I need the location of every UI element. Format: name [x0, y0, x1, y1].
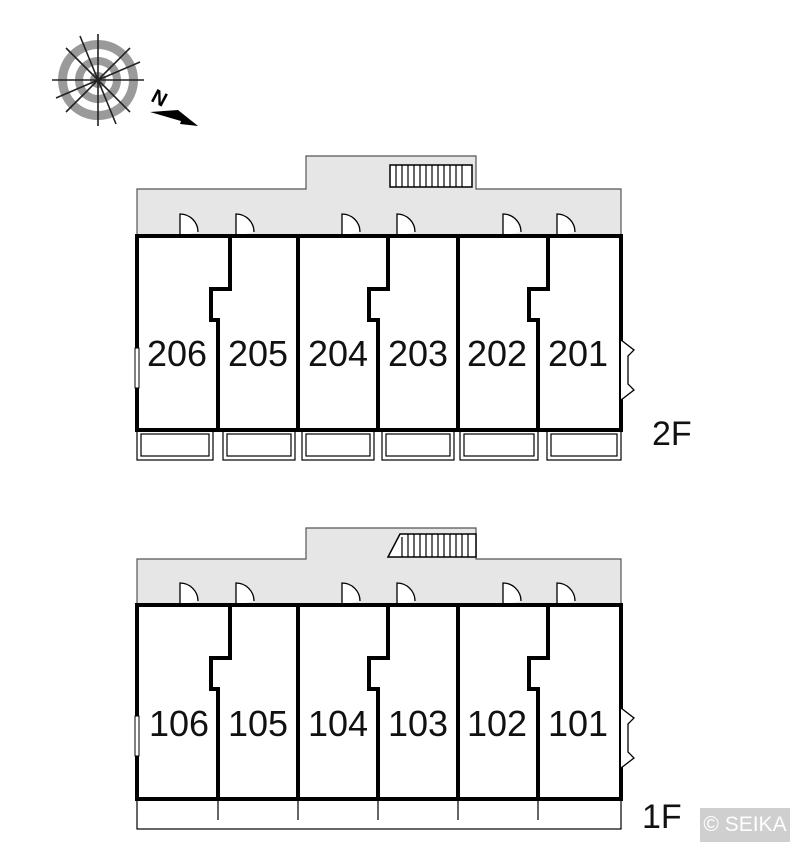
floor-label-1f: 1F — [642, 798, 682, 836]
corridor — [136, 155, 622, 236]
room-103[interactable]: 103 — [388, 703, 448, 744]
room-205[interactable]: 205 — [228, 333, 288, 374]
floor-1f-plan: 106 105 104 103 102 101 1F — [134, 527, 682, 836]
room-201[interactable]: 201 — [548, 333, 608, 374]
garden-strip-1f — [136, 798, 622, 830]
room-104[interactable]: 104 — [308, 703, 368, 744]
stairs-icon — [389, 164, 473, 188]
doors — [179, 213, 576, 237]
partitions-1f — [209, 605, 550, 799]
copyright-watermark: © SEIKA — [700, 808, 790, 842]
north-label: N — [148, 85, 171, 111]
room-101[interactable]: 101 — [548, 703, 608, 744]
compass-rose-icon — [52, 34, 198, 126]
room-102[interactable]: 102 — [467, 703, 527, 744]
room-206[interactable]: 206 — [147, 333, 207, 374]
floor-2f-plan: 206 205 204 203 202 201 2F — [134, 155, 692, 461]
stairs-icon — [386, 533, 477, 558]
doors — [179, 582, 576, 605]
room-203[interactable]: 203 — [388, 333, 448, 374]
room-106[interactable]: 106 — [149, 703, 209, 744]
room-105[interactable]: 105 — [228, 703, 288, 744]
partitions-2f — [209, 236, 550, 430]
floor-label-2f: 2F — [652, 415, 692, 453]
room-204[interactable]: 204 — [308, 333, 368, 374]
corridor — [136, 527, 622, 605]
room-202[interactable]: 202 — [467, 333, 527, 374]
balconies-2f — [136, 429, 622, 461]
